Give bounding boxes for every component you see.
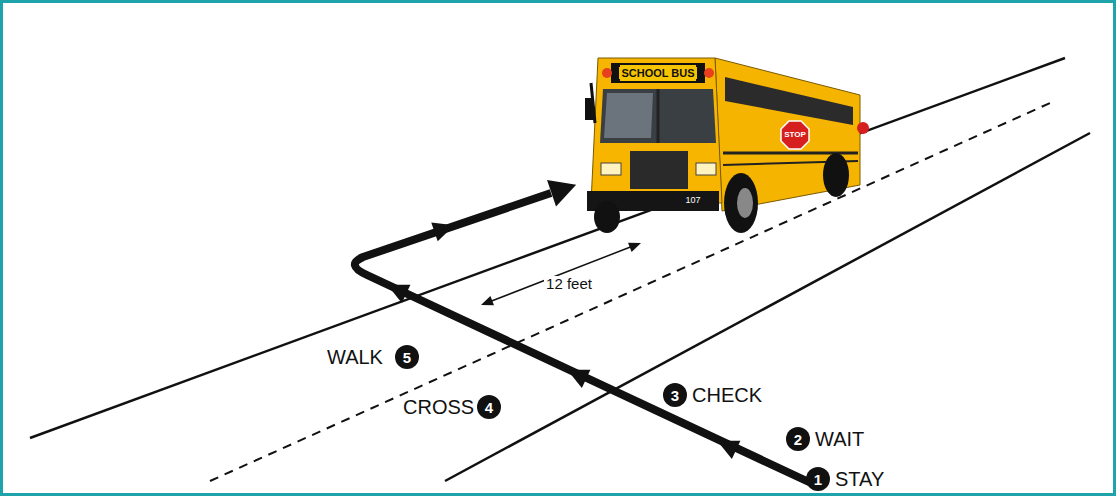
path-arrow [563,361,591,388]
callout-circle: 1 [806,467,830,491]
bus-windows [725,77,853,125]
wheel-hub [737,188,753,218]
bus-front [591,58,722,203]
crossing-illustration [3,3,1113,493]
callout-number: 4 [485,400,493,415]
step-label: WALK [325,346,385,368]
path-arrow [547,172,581,207]
windshield-divider [657,89,660,143]
grille [630,151,688,189]
windshield-glare [604,93,653,138]
road-edge [30,58,1065,438]
wheel [724,173,758,233]
center-line [210,103,1050,481]
path-arrow [383,276,411,303]
path-arrow [431,216,457,242]
stop-arm [781,121,809,149]
dimension-line [489,246,633,302]
callout-number: 1 [814,472,822,487]
step-label: STAY [833,468,886,490]
mirror [585,98,594,120]
bus-sign [620,65,696,81]
bus-sign-text: SCHOOL BUS [619,67,696,79]
bus-sign-plate [611,63,705,83]
wheel [594,201,620,233]
dimension-label: 12 feet [544,276,594,293]
callout-circle: 4 [477,395,501,419]
headlight [601,163,621,175]
callout-circle: 5 [395,345,419,369]
callout-circle: 2 [786,427,810,451]
bus-number: 107 [683,196,702,206]
step-label: CHECK [690,384,764,406]
wheel [823,153,849,197]
step-label: WAIT [813,428,866,450]
callout-number: 3 [671,388,679,403]
bus-light [602,68,612,78]
windshield [600,89,716,143]
stop-arm-text: STOP [782,131,808,140]
step-label: CROSS [401,396,476,418]
callout-number: 2 [794,432,802,447]
callout-circle: 3 [663,383,687,407]
school-bus [585,58,869,233]
callout-number: 5 [403,350,411,365]
walk-path [355,193,811,483]
dimension-arrow [628,238,643,252]
path-arrow [713,432,741,459]
bus-light [704,68,714,78]
bus-light [857,122,869,134]
headlight [696,163,716,175]
dimension-arrow [479,296,494,310]
